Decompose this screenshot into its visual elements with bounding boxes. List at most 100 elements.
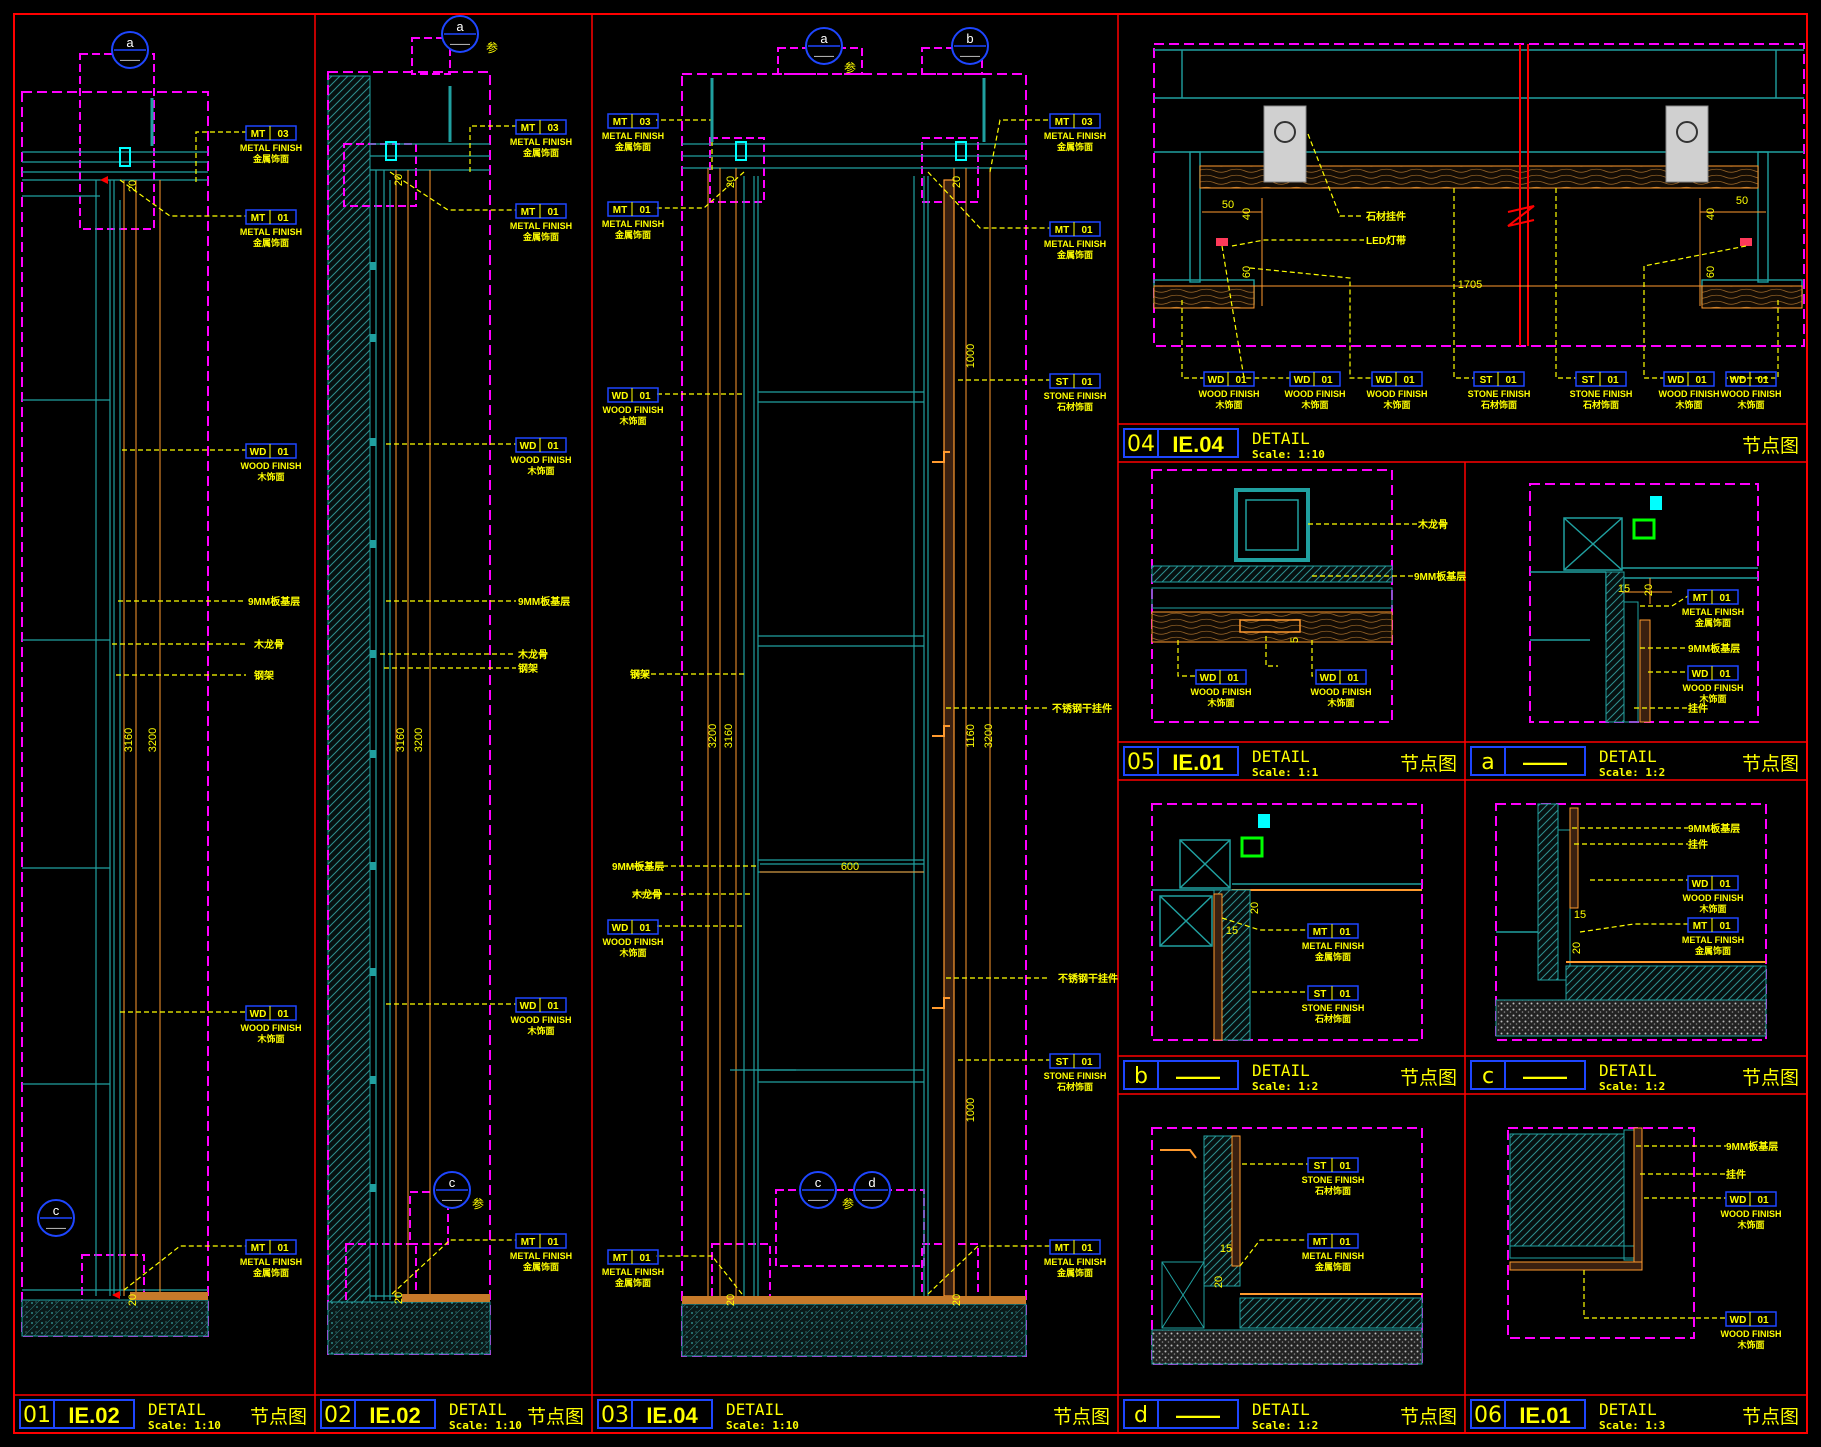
tag-code: WD bbox=[1692, 669, 1709, 680]
tag-chinese: 金属饰面 bbox=[1056, 1267, 1093, 1278]
tag-english: METAL FINISH bbox=[1682, 607, 1744, 617]
tag-code: WD bbox=[1692, 879, 1709, 890]
title-number: 05 bbox=[1127, 750, 1155, 775]
detail-a-section bbox=[1529, 483, 1759, 723]
tag-code: WD bbox=[1668, 375, 1685, 386]
title-detail: DETAIL bbox=[1599, 1061, 1657, 1080]
tag-english: WOOD FINISH bbox=[603, 937, 664, 947]
tag-box bbox=[1725, 371, 1777, 387]
tag-number: 01 bbox=[547, 1001, 559, 1012]
tag-code: ST bbox=[1582, 375, 1595, 386]
dimension-value: 1705 bbox=[1458, 279, 1482, 291]
tag-english: WOOD FINISH bbox=[1683, 893, 1744, 903]
dimension-value: 3200 bbox=[413, 728, 425, 752]
title-ref: IE.01 bbox=[1172, 750, 1223, 775]
tag-number: 01 bbox=[1235, 375, 1247, 386]
title-label: 节点图 bbox=[1053, 1406, 1110, 1428]
dimension-value: 1000 bbox=[965, 1098, 977, 1122]
title-ref-box bbox=[631, 1399, 713, 1429]
title-ref-box bbox=[1157, 1399, 1239, 1429]
reference-mark: 参 bbox=[842, 1196, 854, 1211]
tag-english: WOOD FINISH bbox=[1721, 1329, 1782, 1339]
note-label: 9MM板基层 bbox=[1688, 822, 1740, 835]
detail-boundary bbox=[1507, 1127, 1695, 1339]
tag-english: METAL FINISH bbox=[602, 219, 664, 229]
tag-chinese: 金属饰面 bbox=[252, 1267, 289, 1278]
callout-bubble-a[interactable]: a—— bbox=[111, 31, 149, 69]
tag-code: MT bbox=[613, 205, 627, 216]
tag-english: WOOD FINISH bbox=[1311, 687, 1372, 697]
dimension-value: 40 bbox=[1705, 208, 1717, 220]
title-ref: IE.01 bbox=[1519, 1403, 1570, 1428]
callout-bubble-c[interactable]: c—— bbox=[433, 1171, 471, 1209]
tag-chinese: 石材饰面 bbox=[1480, 399, 1517, 410]
tag-box bbox=[607, 919, 659, 935]
tag-number: 01 bbox=[1081, 1057, 1093, 1068]
tag-code: WD bbox=[1208, 375, 1225, 386]
callout-boundary-c2 bbox=[345, 1243, 417, 1317]
title-ref: IE.02 bbox=[369, 1403, 420, 1428]
tag-code: ST bbox=[1314, 989, 1327, 1000]
tag-english: WOOD FINISH bbox=[241, 1023, 302, 1033]
callout-bubble-a[interactable]: a—— bbox=[441, 15, 479, 53]
tag-box bbox=[515, 119, 567, 135]
callout-bubble-b[interactable]: b—— bbox=[951, 27, 989, 65]
tag-code: WD bbox=[1730, 375, 1747, 386]
tag-chinese: 石材饰面 bbox=[1582, 399, 1619, 410]
title-number: 06 bbox=[1474, 1403, 1502, 1428]
title-detail: DETAIL bbox=[1252, 747, 1310, 766]
tag-chinese: 金属饰面 bbox=[614, 229, 651, 240]
callout-bubble-d[interactable]: d—— bbox=[853, 1171, 891, 1209]
callout-bubble-c[interactable]: c—— bbox=[799, 1171, 837, 1209]
tag-number: 01 bbox=[1505, 375, 1517, 386]
callout-bubble-a[interactable]: a—— bbox=[805, 27, 843, 65]
tag-chinese: 木饰面 bbox=[618, 415, 646, 426]
detail-02-wall-section bbox=[327, 37, 516, 1355]
callout-bubble-c[interactable]: c—— bbox=[37, 1199, 75, 1237]
tag-number: 01 bbox=[1757, 375, 1769, 386]
callout-sheet-dash: —— bbox=[442, 1195, 462, 1206]
